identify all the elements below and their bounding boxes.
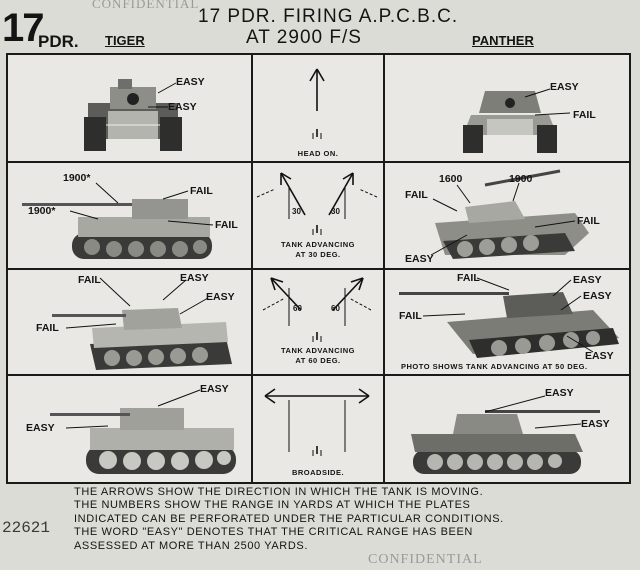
confidential-stamp-top: CONFIDENTIAL <box>92 0 200 11</box>
label-range-1900: 1900* <box>28 205 56 217</box>
diagram-label-line-2: AT 60 DEG. <box>295 356 341 365</box>
label-easy: EASY <box>168 101 197 113</box>
label-easy: EASY <box>573 274 602 286</box>
row-60-deg-panther: FAIL EASY EASY FAIL EASY PHOTO SHOWS TAN… <box>385 270 631 374</box>
diagram-label: HEAD ON. <box>297 149 339 158</box>
confidential-stamp-bottom: CONFIDENTIAL <box>368 552 483 567</box>
label-easy: EASY <box>176 76 205 88</box>
label-easy: EASY <box>581 418 610 430</box>
footer-notes: THE ARROWS SHOW THE DIRECTION IN WHICH T… <box>74 486 504 553</box>
comparison-grid: EASY EASY HEAD ON. E <box>6 53 631 484</box>
page-title-line-2: AT 2900 F/S <box>246 27 362 48</box>
row-broadside-tiger: EASY EASY <box>8 376 251 482</box>
label-easy: EASY <box>545 387 574 399</box>
label-easy: EASY <box>206 291 235 303</box>
panther-30-deg-photo <box>425 193 595 263</box>
row-head-on-diagram: HEAD ON. <box>253 55 383 161</box>
tiger-30-deg-photo <box>68 193 218 263</box>
panther-broadside-photo <box>407 400 587 478</box>
gun-number: 17 <box>2 6 44 50</box>
angle-label: 60 <box>293 304 302 313</box>
footer-line: THE NUMBERS SHOW THE RANGE IN YARDS AT W… <box>74 499 471 512</box>
tiger-head-on-photo <box>78 73 188 153</box>
panther-60-deg-photo <box>443 288 623 360</box>
row-60-deg-diagram: 60 60 TANK ADVANCING AT 60 DEG. <box>253 270 383 374</box>
column-heading-tiger: TIGER <box>105 33 145 48</box>
label-range-1600: 1600 <box>439 173 463 185</box>
label-fail: FAIL <box>36 322 59 334</box>
angle-label: 30 <box>292 207 301 216</box>
page-title-line-1: 17 PDR. FIRING A.P.C.B.C. <box>198 6 459 27</box>
footer-line: ASSESSED AT MORE THAN 2500 YARDS. <box>74 539 308 552</box>
panther-photo-caption: PHOTO SHOWS TANK ADVANCING AT 50 DEG. <box>401 362 588 371</box>
angle-label: 30 <box>331 207 340 216</box>
row-broadside-panther: EASY EASY <box>385 376 631 482</box>
row-broadside-diagram: BROADSIDE. <box>253 376 383 482</box>
label-easy: EASY <box>200 383 229 395</box>
tiger-60-deg-photo <box>86 300 236 372</box>
label-easy: EASY <box>550 81 579 93</box>
label-easy: EASY <box>26 422 55 434</box>
label-fail: FAIL <box>190 185 213 197</box>
row-head-on-panther: EASY FAIL <box>385 55 631 161</box>
diagram-label-line-1: TANK ADVANCING <box>281 240 355 249</box>
label-fail: FAIL <box>405 189 428 201</box>
footer-line: INDICATED CAN BE PERFORATED UNDER THE PA… <box>74 512 504 525</box>
label-fail: FAIL <box>215 219 238 231</box>
tiger-broadside-photo <box>80 398 242 478</box>
diagram-label: BROADSIDE. <box>291 468 345 477</box>
row-head-on-tiger: EASY EASY <box>8 55 251 161</box>
label-range-1900: 1900 <box>509 173 533 185</box>
label-easy: EASY <box>583 290 612 302</box>
gun-suffix: PDR. <box>38 32 79 51</box>
label-easy: EASY <box>405 253 434 265</box>
label-fail: FAIL <box>573 109 596 121</box>
label-fail: FAIL <box>577 215 600 227</box>
label-easy: EASY <box>180 272 209 284</box>
diagram-label-line-1: TANK ADVANCING <box>281 346 355 355</box>
row-60-deg-tiger: FAIL EASY EASY FAIL <box>8 270 251 374</box>
row-30-deg-tiger: 1900* FAIL 1900* FAIL <box>8 163 251 268</box>
diagram-label-line-2: AT 30 DEG. <box>295 250 341 259</box>
label-range-1900: 1900* <box>63 172 91 184</box>
label-fail: FAIL <box>457 272 480 284</box>
row-30-deg-panther: 1600 1900 FAIL FAIL EASY <box>385 163 631 268</box>
label-fail: FAIL <box>78 274 101 286</box>
row-30-deg-diagram: 30 30 TANK ADVANCING AT 30 DEG. <box>253 163 383 268</box>
footer-line: THE ARROWS SHOW THE DIRECTION IN WHICH T… <box>74 486 484 498</box>
footer-line: THE WORD "EASY" DENOTES THAT THE CRITICA… <box>74 526 473 539</box>
angle-label: 60 <box>331 304 340 313</box>
serial-number: 22621 <box>2 519 51 537</box>
label-easy: EASY <box>585 350 614 362</box>
label-fail: FAIL <box>399 310 422 322</box>
column-heading-panther: PANTHER <box>472 33 534 48</box>
